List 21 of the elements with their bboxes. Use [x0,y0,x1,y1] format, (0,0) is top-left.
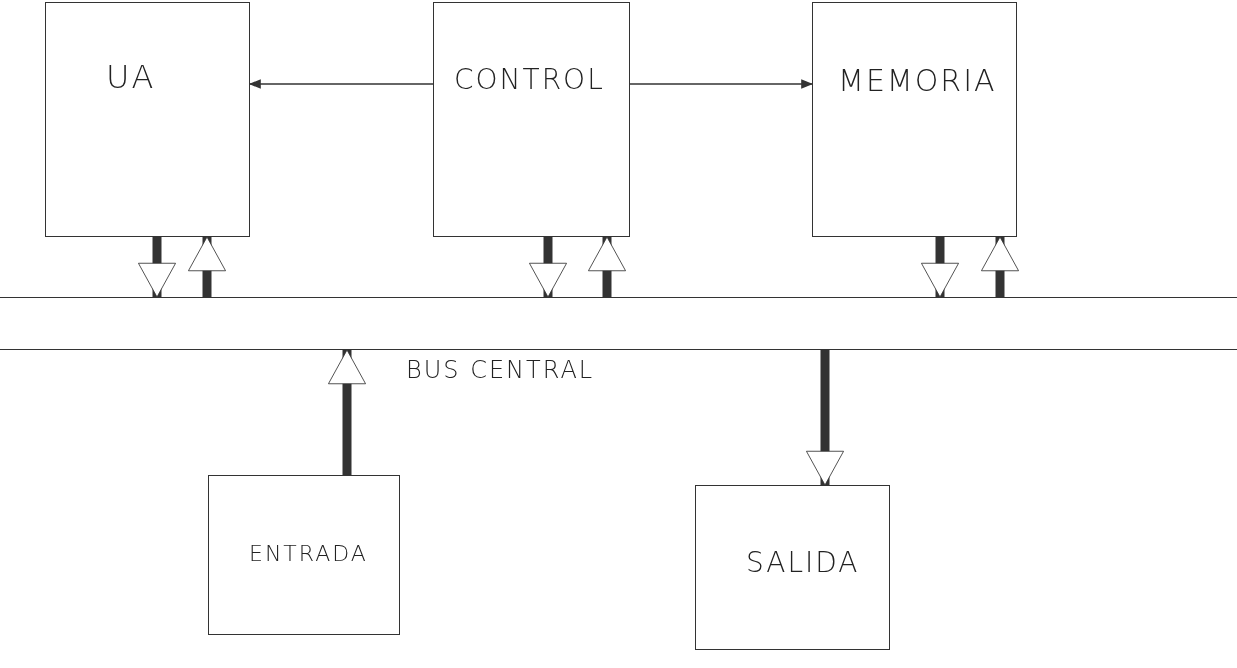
bus-arrow [981,236,1019,297]
unit-label: ENTRADA [249,541,368,566]
unit-label: SALIDA [746,546,860,579]
unit-box [433,2,630,237]
arrow [248,79,434,89]
bus-label: BUS CENTRAL [406,356,595,384]
unit-box [695,485,890,650]
bus-arrow [529,237,567,298]
unit-label: UA [106,58,156,96]
bus-arrow [921,237,959,298]
unit-label: MEMORIA [838,63,997,98]
arrow [629,79,814,89]
unit-label: CONTROL [454,63,605,96]
bus-arrow [328,349,366,475]
bus-arrow [806,350,844,486]
bus-arrow [588,236,626,297]
unit-box [812,2,1017,237]
bus-arrow [138,237,176,298]
unit-box [208,475,400,635]
bus-arrow [188,236,226,297]
unit-box [45,2,250,237]
